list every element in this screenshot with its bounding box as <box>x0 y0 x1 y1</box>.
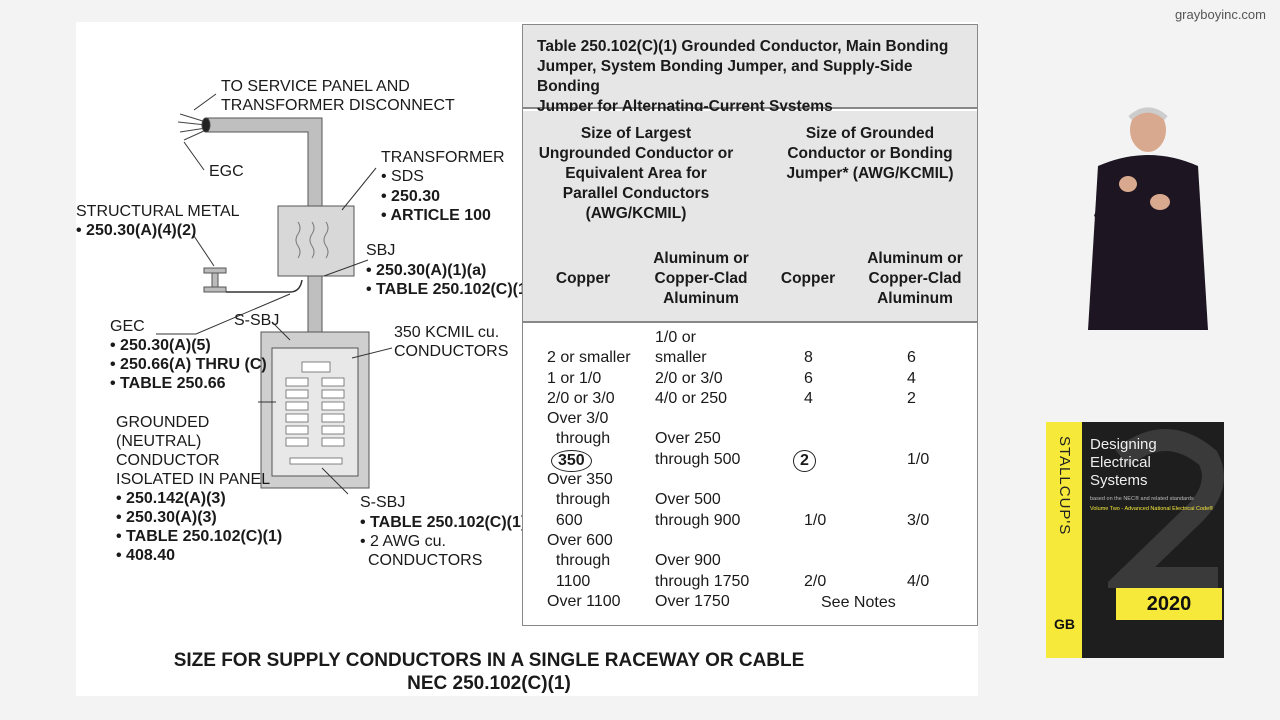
label-sds: • SDS <box>381 168 424 185</box>
presenter-video <box>1088 107 1208 330</box>
slide: TO SERVICE PANEL AND TRANSFORMER DISCONN… <box>76 22 978 696</box>
header-left-line: Equivalent Area for <box>565 165 707 182</box>
book-subtitle: based on the NEC® and related standards <box>1090 496 1194 502</box>
book-title-line: Electrical <box>1090 454 1151 471</box>
subheader-aluminum-left: Aluminum or Copper-Clad Aluminum <box>641 249 761 309</box>
label-250-30-a-1-a: • 250.30(A)(1)(a) <box>366 262 487 279</box>
table-title: Table 250.102(C)(1) Grounded Conductor, … <box>523 25 977 115</box>
see-notes: See Notes <box>821 594 896 611</box>
subheader-copper-right: Copper <box>780 270 836 287</box>
label-transformer-disconnect: TRANSFORMER DISCONNECT <box>221 97 455 114</box>
subheader-line: Aluminum or <box>653 250 749 267</box>
table-title-line-3: Jumper for Alternating-Current Systems <box>537 98 833 115</box>
book-title-line: Systems <box>1090 472 1148 489</box>
transformer-box <box>277 205 355 277</box>
label-kcmil-2: CONDUCTORS <box>394 343 509 360</box>
label-250-30-a-3: • 250.30(A)(3) <box>116 509 217 526</box>
label-table-gc: • TABLE 250.102(C)(1) <box>116 528 283 545</box>
column-aluminum: 1/0 or smaller 2/0 or 3/0 4/0 or 250 Ove… <box>655 329 750 610</box>
highlight-2: 2 <box>793 450 816 473</box>
header-left-line: (AWG/KCMIL) <box>585 205 687 222</box>
header-right-line: Conductor or Bonding <box>787 145 953 162</box>
caption-line-1: SIZE FOR SUPPLY CONDUCTORS IN A SINGLE R… <box>173 650 805 671</box>
book-year: 2020 <box>1116 588 1222 620</box>
label-to-service: TO SERVICE PANEL AND <box>221 78 410 95</box>
book-cover: STALLCUP'S Designing Electrical Systems … <box>1046 422 1224 658</box>
subheader-line: Copper-Clad <box>868 270 962 287</box>
label-250-66-a: • 250.66(A) THRU (C) <box>110 356 267 373</box>
header-left-line: Parallel Conductors <box>562 185 710 202</box>
publisher-logo: GB <box>1054 616 1075 632</box>
column-gc-copper: 8 6 4 1/0 2/0 <box>804 349 827 590</box>
label-250-30: • 250.30 <box>381 188 440 205</box>
label-250-30-a-4-2: • 250.30(A)(4)(2) <box>76 222 197 239</box>
label-s-sbj-top: S-SBJ <box>234 312 280 329</box>
header-left-line: Size of Largest <box>580 125 692 142</box>
header-right-line: Jumper* (AWG/KCMIL) <box>786 165 954 182</box>
label-table-250-66: • TABLE 250.66 <box>110 375 226 392</box>
table-subheader: Copper Aluminum or Copper-Clad Aluminum … <box>523 239 977 323</box>
circled-value: 350 <box>551 450 592 473</box>
book-volume: Volume Two - Advanced National Electrica… <box>1090 506 1214 512</box>
label-250-30-a-5: • 250.30(A)(5) <box>110 337 211 354</box>
label-grounded-3: CONDUCTOR <box>116 452 220 469</box>
label-article-100: • ARTICLE 100 <box>381 207 491 224</box>
label-sbj: SBJ <box>366 242 396 259</box>
label-gec: GEC <box>110 318 145 335</box>
column-copper: 2 or smaller 1 or 1/0 2/0 or 3/0 Over 3/… <box>547 349 631 610</box>
label-transformer: TRANSFORMER <box>381 149 505 166</box>
label-s-sbj-bottom: S-SBJ <box>360 494 406 511</box>
label-awg-2: CONDUCTORS <box>368 552 483 569</box>
structural-beam <box>203 267 227 293</box>
label-408-40: • 408.40 <box>116 547 175 564</box>
header-grounded: Size of Grounded Conductor or Bonding Ju… <box>763 124 977 184</box>
subheader-line: Copper-Clad <box>654 270 748 287</box>
caption-line-2: NEC 250.102(C)(1) <box>407 673 571 694</box>
book-author: STALLCUP'S <box>1056 436 1073 536</box>
header-right-line: Size of Grounded <box>805 125 935 142</box>
subheader-line: Aluminum or <box>867 250 963 267</box>
header-left-line: Ungrounded Conductor or <box>538 145 734 162</box>
book-title: Designing Electrical Systems <box>1090 436 1157 490</box>
label-awg-1: • 2 AWG cu. <box>360 533 446 550</box>
book-numeral-graphic <box>1108 429 1224 588</box>
header-ungrounded: Size of Largest Ungrounded Conductor or … <box>523 124 749 224</box>
table-title-line-1: Table 250.102(C)(1) Grounded Conductor, … <box>537 38 949 55</box>
circled-value: 2 <box>793 450 816 473</box>
conduit-panel <box>307 275 323 333</box>
label-structural-metal: STRUCTURAL METAL <box>76 203 240 220</box>
subheader-copper-left: Copper <box>555 270 611 287</box>
label-250-142: • 250.142(A)(3) <box>116 490 226 507</box>
column-gc-aluminum: 6 4 2 1/0 3/0 4/0 <box>907 349 930 590</box>
label-grounded-1: GROUNDED <box>116 414 210 431</box>
book-title-line: Designing <box>1090 436 1157 453</box>
subheader-line: Aluminum <box>663 290 739 307</box>
label-table-ssbj: • TABLE 250.102(C)(1) <box>360 514 527 531</box>
table-header-main: Size of Largest Ungrounded Conductor or … <box>523 111 977 240</box>
wiring-diagram <box>156 93 393 495</box>
book-band <box>1046 422 1082 658</box>
subheader-aluminum-right: Aluminum or Copper-Clad Aluminum <box>855 249 975 309</box>
label-grounded-4: ISOLATED IN PANEL <box>116 471 271 488</box>
table-title-line-2: Jumper, System Bonding Jumper, and Suppl… <box>537 58 913 95</box>
watermark: grayboyinc.com <box>1174 7 1266 22</box>
label-grounded-2: (NEUTRAL) <box>116 433 202 450</box>
nec-table: Table 250.102(C)(1) Grounded Conductor, … <box>522 24 978 626</box>
label-kcmil-1: 350 KCMIL cu. <box>394 324 500 341</box>
label-table-sbj: • TABLE 250.102(C)(1) <box>366 281 533 298</box>
subheader-line: Aluminum <box>877 290 953 307</box>
highlight-350: 350 <box>551 450 592 473</box>
label-egc: EGC <box>209 163 244 180</box>
